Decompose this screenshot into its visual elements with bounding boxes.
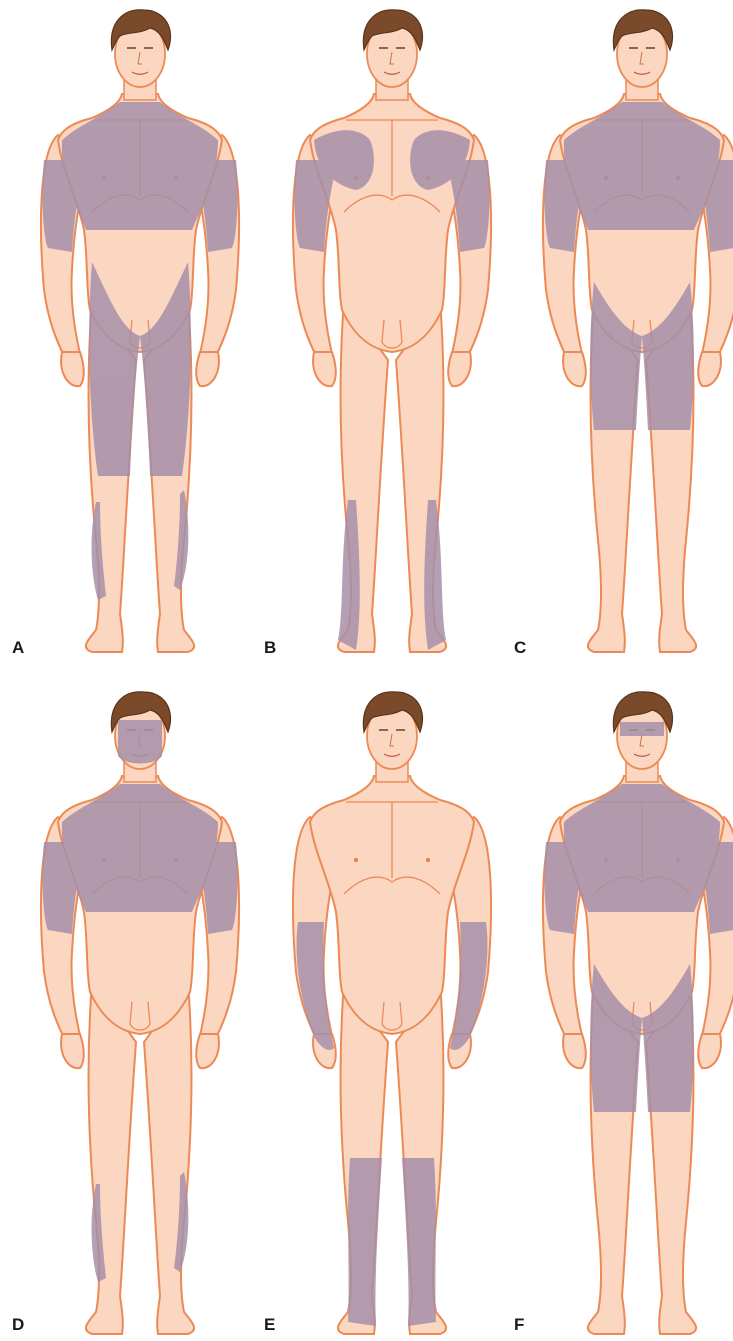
panel-label-c: C xyxy=(514,638,526,657)
panel-label-d: D xyxy=(12,1315,24,1334)
panel-a: A xyxy=(12,10,239,657)
figure-body xyxy=(293,10,491,652)
panel-f: F xyxy=(514,692,733,1334)
panel-c: C xyxy=(514,10,733,657)
panel-e: E xyxy=(264,692,491,1334)
panel-label-e: E xyxy=(264,1315,275,1334)
panel-label-f: F xyxy=(514,1315,524,1334)
panel-label-b: B xyxy=(264,638,276,657)
panel-label-a: A xyxy=(12,638,24,657)
panel-b: B xyxy=(264,10,491,657)
panel-d: D xyxy=(12,692,239,1334)
